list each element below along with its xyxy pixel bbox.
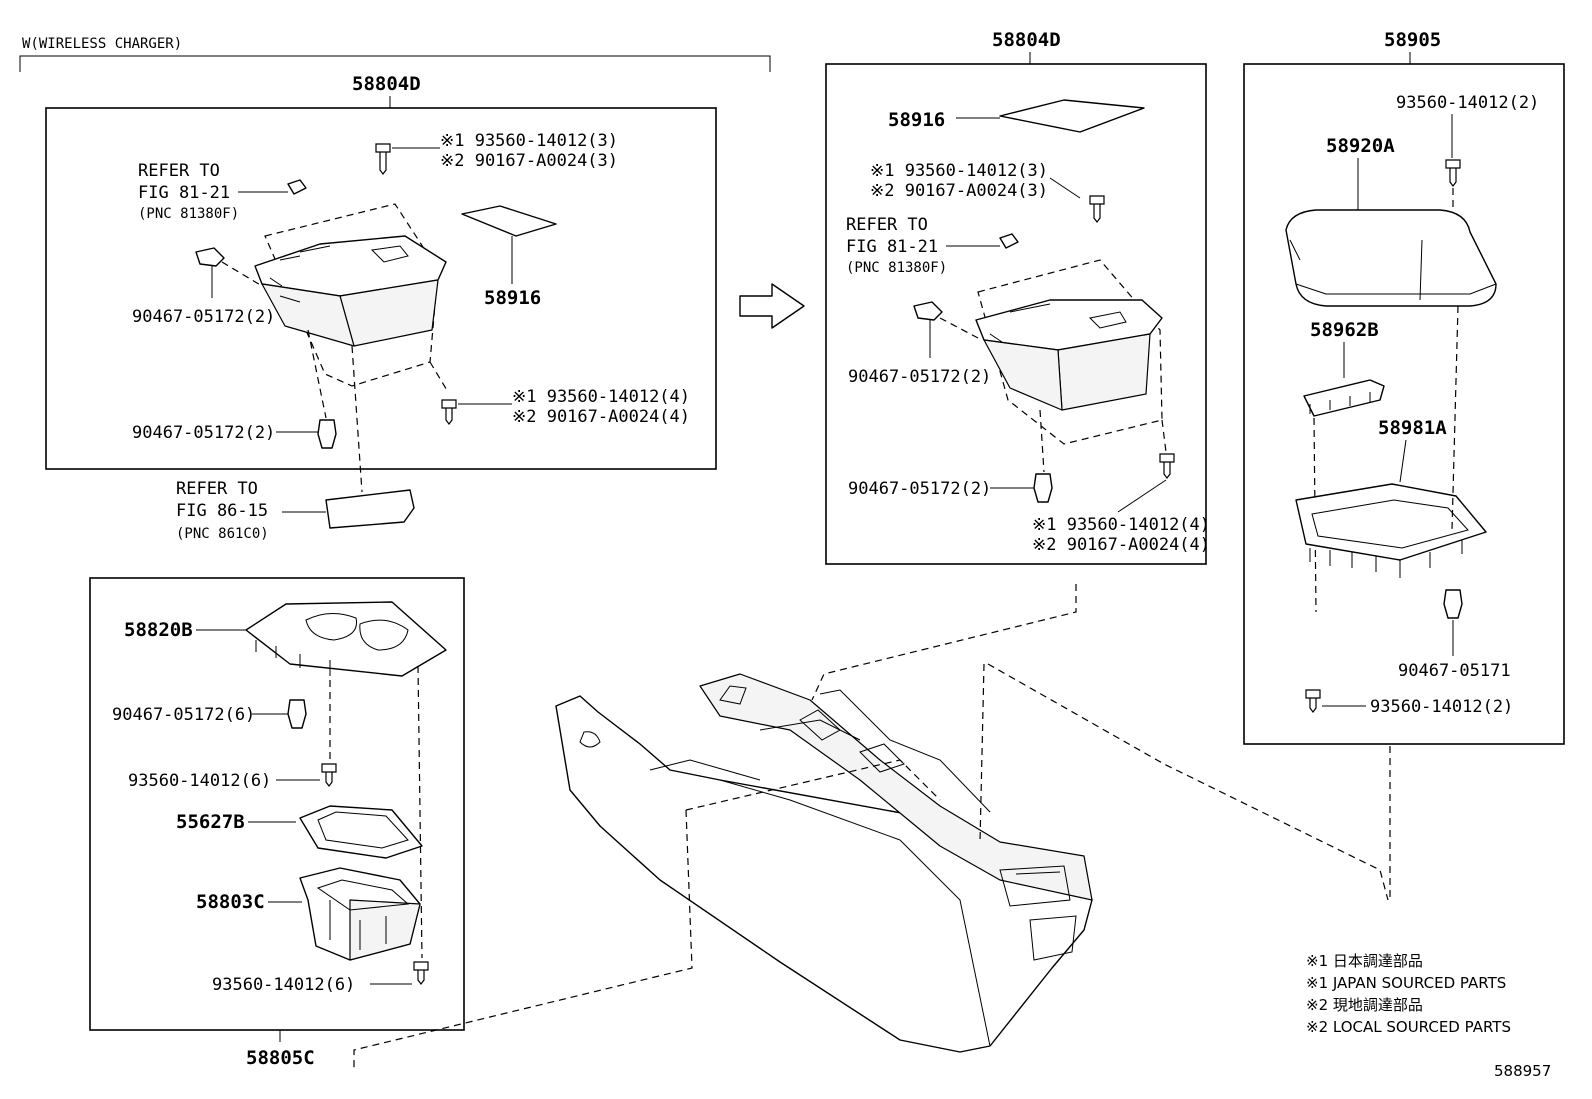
wireless-refer-bottom-1: REFER TO [176, 479, 258, 499]
standard-left-clip-icon [913, 301, 943, 321]
wireless-left-clip-label: 90467-05172(2) [132, 307, 275, 327]
armrest-base-label: 58981A [1378, 417, 1447, 439]
standard-bottom-screw-icon [1159, 453, 1175, 479]
armrest-top-screw-icon [1445, 159, 1461, 187]
lower-assembly-label: 58805C [246, 1047, 315, 1069]
armrest-frame [1243, 63, 1565, 745]
lower-screw1-icon [321, 763, 337, 787]
standard-mat-part [999, 99, 1145, 133]
lower-holder-label: 58803C [196, 891, 265, 913]
standard-top-screw-2: ※2 90167-A0024(3) [870, 181, 1048, 201]
wireless-right-screw-icon [441, 399, 457, 425]
note-4: ※2 LOCAL SOURCED PARTS [1306, 1018, 1511, 1036]
wireless-mat-part [461, 205, 557, 237]
lower-clip-icon [287, 699, 307, 729]
standard-bottom-clip-label: 90467-05172(2) [848, 479, 991, 499]
center-console [353, 584, 1391, 1070]
note-2: ※1 JAPAN SOURCED PARTS [1306, 974, 1506, 992]
armrest-clip-label: 90467-05171 [1398, 661, 1511, 681]
wireless-bottom-clip-icon [317, 419, 337, 449]
standard-frame [825, 63, 1207, 565]
lower-clip-label: 90467-05172(6) [112, 705, 255, 725]
wireless-refer-bottom-part [325, 489, 415, 529]
standard-switch-part [999, 233, 1019, 249]
standard-section: 58804D 58916 ※1 93560-14012(3) ※2 90167-… [825, 29, 1210, 565]
standard-top-screw-icon [1089, 195, 1105, 223]
wireless-right-screw-2: ※2 90167-A0024(4) [512, 407, 690, 427]
wireless-refer-bottom-2: FIG 86-15 [176, 501, 268, 521]
standard-left-clip-label: 90467-05172(2) [848, 367, 991, 387]
armrest-bottom-screw-label: 93560-14012(2) [1370, 697, 1513, 717]
standard-refer-2: FIG 81-21 [846, 237, 938, 257]
armrest-assembly-label: 58905 [1384, 29, 1441, 51]
wireless-top-screw-2: ※2 90167-A0024(3) [440, 151, 618, 171]
transition-arrow-icon [739, 283, 805, 329]
lower-section: 58820B 90467-05172(6) 93560-14012(6) 556… [89, 577, 465, 1069]
wireless-mat-label: 58916 [484, 287, 541, 309]
standard-bottom-screw-2: ※2 90167-A0024(4) [1032, 535, 1210, 555]
standard-bottom-clip-icon [1033, 473, 1053, 503]
lower-screw1-label: 93560-14012(6) [128, 771, 271, 791]
standard-bottom-screw-1: ※1 93560-14012(4) [1032, 515, 1210, 535]
armrest-hinge-part [1303, 379, 1385, 417]
lower-panel-part [245, 601, 447, 677]
armrest-top-screw-label: 93560-14012(2) [1396, 93, 1539, 113]
armrest-cover-label: 58920A [1326, 135, 1395, 157]
wireless-bracket [19, 55, 771, 72]
standard-top-screw-1: ※1 93560-14012(3) [870, 161, 1048, 181]
console-top [699, 673, 1093, 901]
lower-screw2-label: 93560-14012(6) [212, 975, 355, 995]
armrest-bottom-screw-icon [1305, 689, 1321, 713]
standard-refer-1: REFER TO [846, 215, 928, 235]
console-body [555, 695, 1093, 1053]
note-1: ※1 日本調達部品 [1306, 952, 1423, 970]
armrest-clip-icon [1443, 589, 1463, 619]
standard-mat-label: 58916 [888, 109, 945, 131]
armrest-hinge-label: 58962B [1310, 319, 1379, 341]
wireless-frame [45, 107, 717, 470]
wireless-charger-section: W(WIRELESS CHARGER) 58804D REFER TO FIG … [19, 36, 771, 542]
lower-frame [89, 577, 465, 1031]
armrest-base-part [1295, 483, 1487, 561]
standard-refer-3: (PNC 81380F) [846, 260, 947, 276]
lower-screw2-icon [413, 961, 429, 985]
note-3: ※2 現地調達部品 [1306, 996, 1423, 1014]
wireless-refer-top-3: (PNC 81380F) [138, 206, 239, 222]
wireless-left-clip-icon [195, 247, 225, 267]
figure-id: 588957 [1494, 1062, 1551, 1080]
wireless-right-screw-1: ※1 93560-14012(4) [512, 387, 690, 407]
wireless-refer-top-1: REFER TO [138, 161, 220, 181]
wireless-header: W(WIRELESS CHARGER) [22, 36, 182, 52]
standard-assembly-label: 58804D [992, 29, 1061, 51]
wireless-switch-part [287, 179, 307, 195]
notes: ※1 日本調達部品 ※1 JAPAN SOURCED PARTS ※2 現地調達… [1306, 952, 1551, 1080]
armrest-section: 58905 93560-14012(2) 58920A 58962B 58981… [1243, 29, 1565, 745]
lower-gasket-label: 55627B [176, 811, 245, 833]
wireless-top-screw-1: ※1 93560-14012(3) [440, 131, 618, 151]
wireless-bottom-clip-label: 90467-05172(2) [132, 423, 275, 443]
wireless-top-screw-icon [375, 143, 391, 175]
wireless-refer-top-2: FIG 81-21 [138, 183, 230, 203]
lower-panel-label: 58820B [124, 619, 193, 641]
wireless-assembly-label: 58804D [352, 73, 421, 95]
wireless-refer-bottom-3: (PNC 861C0) [176, 526, 269, 542]
